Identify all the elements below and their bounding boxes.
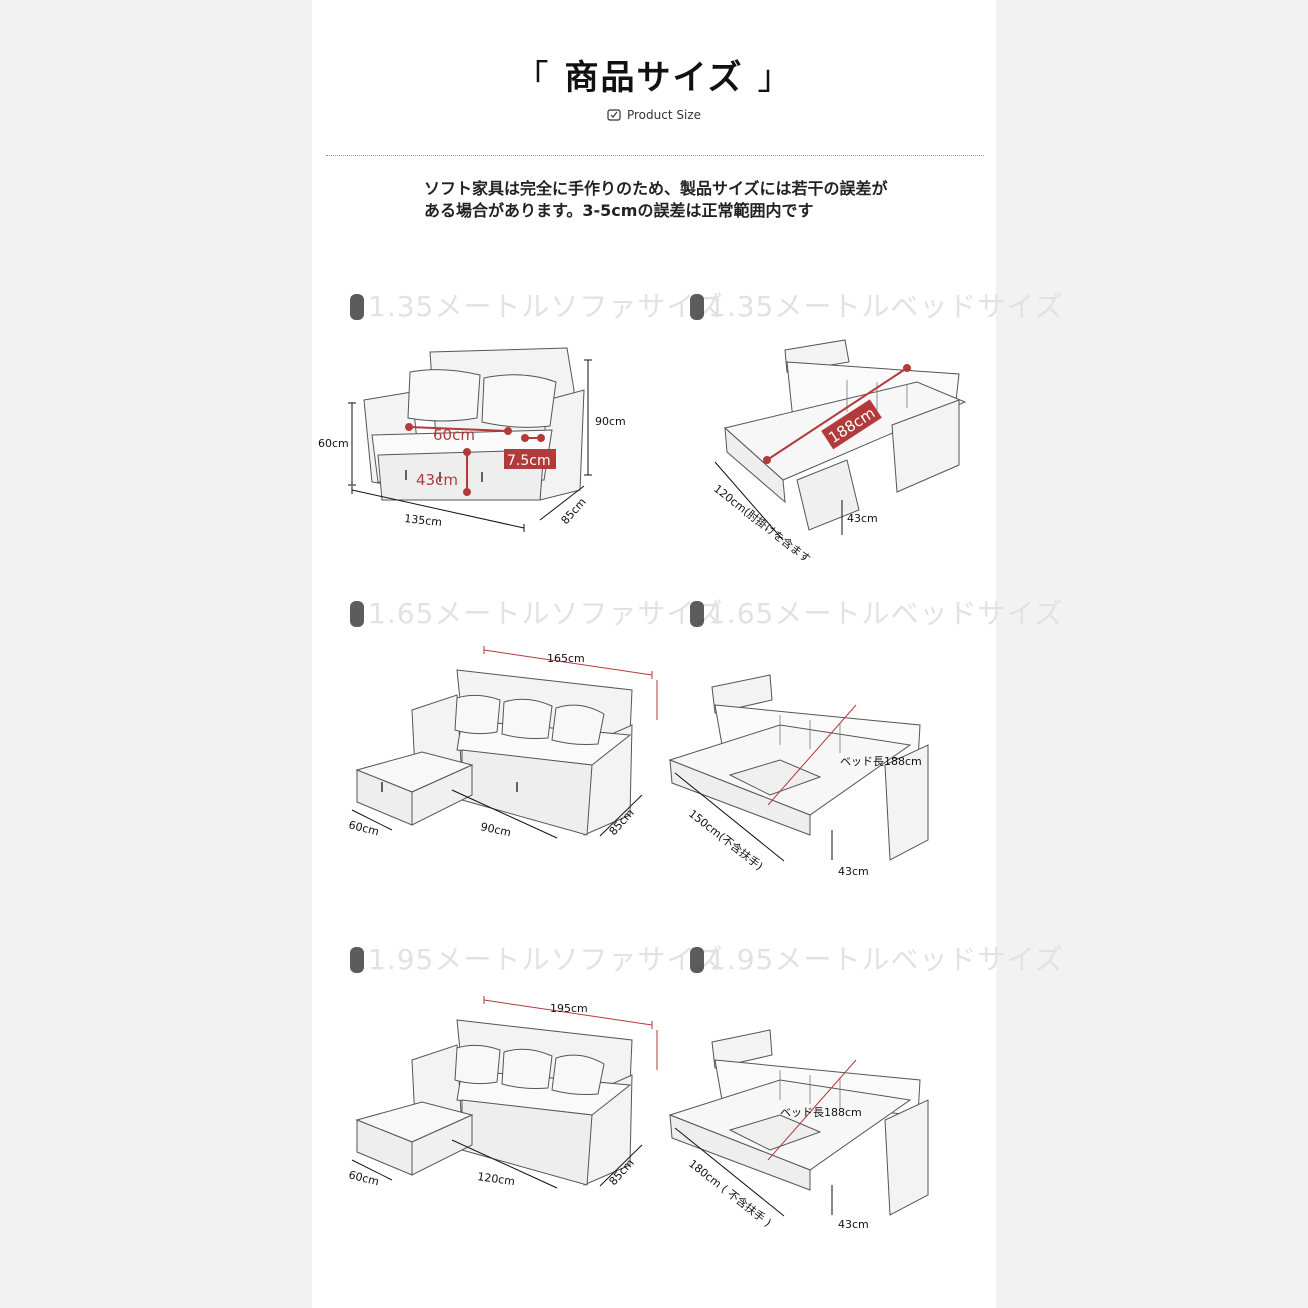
dim-arm-width: 7.5cm — [507, 453, 551, 469]
ruler-icon — [607, 109, 621, 121]
dim-seat-width: 120cm — [477, 1170, 516, 1188]
dim-bed-height: 43cm — [838, 865, 869, 878]
dim-seat-width: 90cm — [479, 820, 512, 839]
heading-mark — [690, 294, 704, 320]
section-heading-bed-135: 1.35メートルベッドサイズ — [690, 285, 1064, 325]
title-text: 商品サイズ — [564, 58, 744, 98]
arm-width-badge — [504, 449, 556, 469]
sofa-195-diagram: 195cm 60cm 120cm 85cm — [347, 996, 658, 1189]
dim-seat-depth: 60cm — [433, 426, 475, 444]
subtitle: Product Size — [312, 108, 996, 122]
dim-width: 135cm — [404, 512, 443, 529]
dim-bed-width: 120cm(肘掛けを含ます — [711, 481, 813, 565]
section-heading-sofa-195: 1.95メートルソファサイズ — [350, 938, 724, 978]
tolerance-note: ソフト家具は完全に手作りのため、製品サイズには若干の誤差がある場合があります。3… — [424, 179, 888, 220]
bed-165-diagram: ベッド長188cm 150cm(不含扶手) 43cm — [668, 674, 929, 878]
dim-back-height: 90cm — [595, 415, 626, 428]
bed-195-diagram: ベッド長188cm 180cm ( 不含扶手 ) 43cm — [668, 1029, 929, 1231]
section-heading-sofa-135: 1.35メートルソファサイズ — [350, 285, 724, 325]
dim-bed-width: 150cm(不含扶手) — [686, 806, 766, 873]
dim-width: 165cm — [547, 652, 585, 665]
section-heading-sofa-165: 1.65メートルソファサイズ — [350, 592, 724, 632]
page-title: 「 商品サイズ 」 — [312, 50, 996, 99]
dim-depth: 85cm — [559, 495, 589, 527]
bed-135-diagram: 188cm 120cm(肘掛けを含ます 43cm — [711, 339, 967, 566]
heading-mark — [690, 601, 704, 627]
dim-bed-height: 43cm — [838, 1218, 869, 1231]
heading-mark — [350, 601, 364, 627]
heading-mark — [350, 294, 364, 320]
divider — [326, 155, 984, 156]
dim-width: 195cm — [550, 1002, 588, 1015]
dim-bed-height: 43cm — [847, 512, 878, 525]
heading-mark — [350, 947, 364, 973]
product-size-panel: 「 商品サイズ 」 Product Size ソフト家具は完全に手作りのため、製… — [312, 0, 1063, 1308]
dim-seat-height: 43cm — [416, 471, 458, 489]
subtitle-text: Product Size — [626, 108, 701, 122]
sofa-135-diagram: 60cm 90cm 135cm 85cm 60cm 43cm 7.5cm — [318, 347, 626, 532]
sofa-165-diagram: 165cm 60cm 90cm 85cm — [347, 646, 658, 839]
section-heading-bed-195: 1.95メートルベッドサイズ — [690, 938, 1064, 978]
bed-length-badge — [821, 399, 882, 450]
dim-bed-length: ベッド長188cm — [840, 755, 922, 768]
bracket-close: 」 — [757, 58, 794, 98]
dim-left-height: 60cm — [318, 437, 349, 450]
section-heading-bed-165: 1.65メートルベッドサイズ — [690, 592, 1064, 632]
heading-mark — [690, 947, 704, 973]
dim-bed-length: ベッド長188cm — [780, 1106, 862, 1119]
bracket-open: 「 — [514, 58, 551, 98]
